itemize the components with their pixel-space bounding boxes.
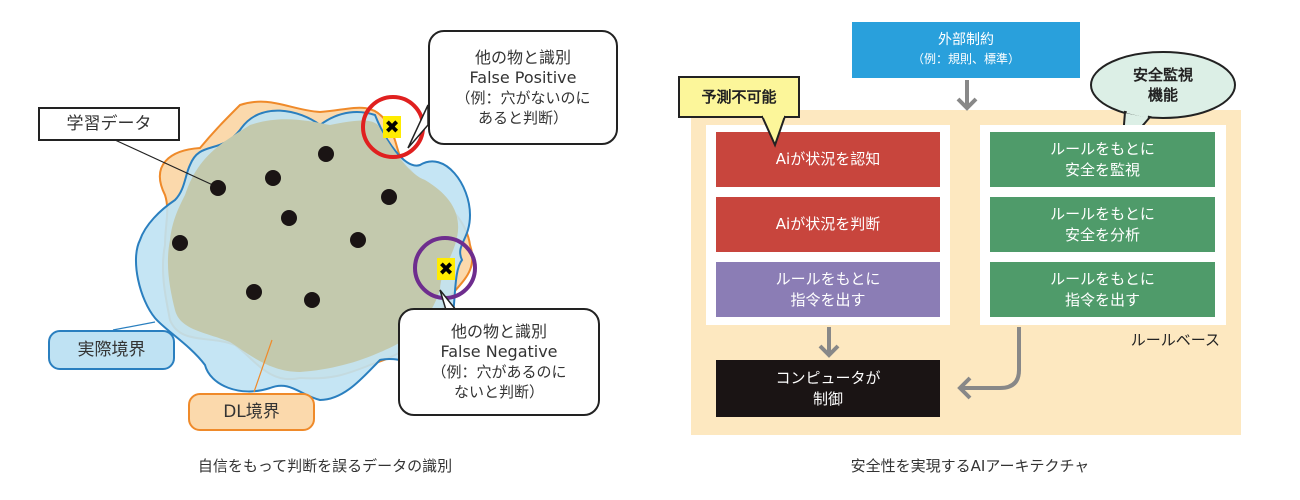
box-text: ルールをもとに — [1050, 269, 1155, 288]
actual-boundary-leader — [112, 321, 156, 331]
box-text: ルールをもとに — [1050, 204, 1155, 223]
box-text: 指令を出す — [790, 290, 866, 309]
data-point — [304, 292, 320, 308]
rule-monitor-box: ルールをもとに安全を監視 — [990, 132, 1215, 187]
fn-line2: False Negative — [440, 342, 558, 361]
box-text: ルールをもとに — [1050, 139, 1155, 158]
left-caption: 自信をもって判断を誤るデータの識別 — [197, 457, 453, 475]
actual-boundary-label: 実際境界 — [48, 330, 175, 370]
training-data-leader — [114, 139, 216, 187]
box-text: Aiが状況を認知 — [775, 150, 881, 168]
external-line2: （例：規則、標準） — [911, 52, 1020, 66]
data-point — [265, 170, 281, 186]
ai-judge-box: Aiが状況を判断 — [716, 197, 940, 252]
rule-command-box: ルールをもとに指令を出す — [990, 262, 1215, 317]
x-icon: ✖ — [384, 117, 399, 138]
data-point — [210, 180, 226, 196]
data-point — [350, 232, 366, 248]
false-positive-callout: 他の物と識別 False Positive （例：穴がないのに あると判断） — [428, 30, 618, 145]
fn-line3: （例：穴があるのに — [431, 363, 567, 381]
fn-line1: 他の物と識別 — [450, 322, 547, 341]
training-data-label: 学習データ — [38, 107, 180, 141]
data-point — [246, 284, 262, 300]
safety-monitor-bubble: 安全監視 機能 — [1100, 62, 1226, 108]
bubble-line1: 安全監視 — [1132, 66, 1193, 84]
box-text: 指令を出す — [1064, 290, 1140, 309]
fp-line3: （例：穴がないのに — [455, 88, 591, 107]
ai-recognize-box: Aiが状況を認知 — [716, 132, 940, 187]
fp-line2: False Positive — [469, 67, 577, 87]
right-caption: 安全性を実現するAIアーキテクチャ — [850, 457, 1090, 475]
box-text: 安全を分析 — [1064, 225, 1140, 244]
data-point — [318, 146, 334, 162]
fn-line4: ないと判断） — [453, 383, 544, 401]
fp-marker — [383, 116, 401, 138]
bubble-line2: 機能 — [1147, 86, 1178, 104]
overlap-shape — [167, 119, 459, 372]
data-point — [281, 210, 297, 226]
arrow-down-icon — [956, 80, 978, 111]
x-icon: ✖ — [438, 259, 453, 280]
box-text: Aiが状況を判断 — [775, 215, 881, 233]
external-constraints-box: 外部制約 （例：規則、標準） — [852, 22, 1080, 78]
training-data-points — [172, 146, 397, 308]
dl-boundary-label: DL境界 — [188, 393, 315, 431]
external-line1: 外部制約 — [938, 32, 994, 48]
boundary-diagram: ✖ ✖ — [112, 95, 477, 402]
box-text: 制御 — [812, 389, 843, 408]
unpredictable-callout: 予測不可能 — [678, 76, 800, 118]
dl-boundary-leader — [253, 339, 273, 393]
rule-base-label: ルールベース — [1130, 331, 1220, 349]
false-negative-callout: 他の物と識別 False Negative （例：穴があるのに ないと判断） — [398, 308, 600, 416]
computer-control-box: コンピュータが制御 — [716, 360, 940, 417]
fp-line1: 他の物と識別 — [474, 47, 571, 67]
fn-marker — [437, 258, 455, 280]
box-text: コンピュータが — [775, 368, 881, 387]
fp-line4: あると判断） — [477, 108, 568, 127]
box-text: ルールをもとに — [775, 269, 881, 288]
data-point — [381, 189, 397, 205]
ai-command-box: ルールをもとに指令を出す — [716, 262, 940, 317]
rule-analyze-box: ルールをもとに安全を分析 — [990, 197, 1215, 252]
box-text: 安全を監視 — [1064, 160, 1140, 179]
data-point — [172, 235, 188, 251]
